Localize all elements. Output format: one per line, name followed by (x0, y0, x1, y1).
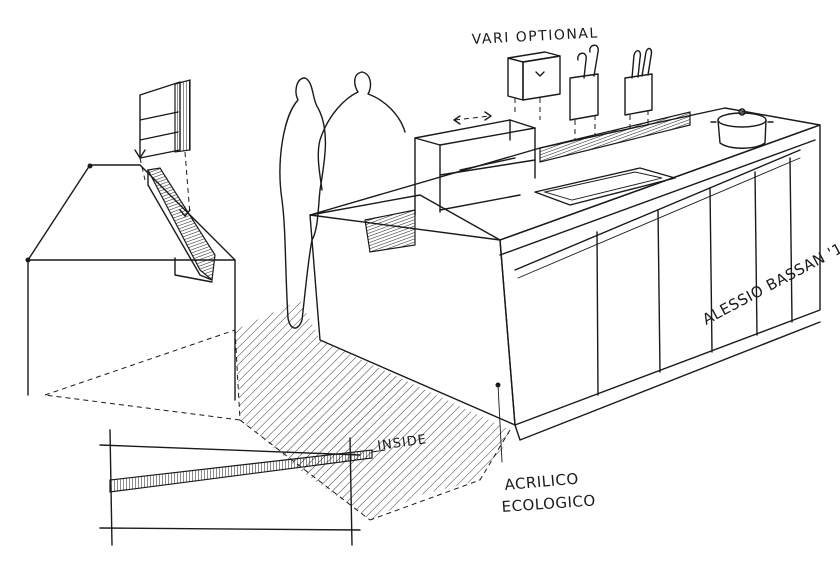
utensil-holder-icon (569, 44, 599, 140)
signature: ALESSIO BASSAN '12 (699, 234, 840, 328)
pot-icon (710, 108, 774, 149)
optional-label: VARI OPTIONAL (471, 25, 599, 48)
house-outline (25, 163, 236, 401)
wall-shelf-module (134, 79, 191, 217)
open-shelf-unit (414, 111, 536, 216)
diagonal-beam (147, 167, 216, 283)
knife-block-icon (624, 47, 653, 132)
container-box-icon (507, 51, 561, 120)
inside-label: INSIDE (376, 432, 427, 454)
material-label-line1: ACRILICO (504, 470, 580, 494)
kitchen-island (309, 107, 821, 441)
section-detail (99, 429, 386, 546)
human-figures (279, 71, 406, 329)
optional-accessories (507, 44, 774, 149)
material-label-line2: ECOLOGICO (501, 491, 596, 516)
double-arrow-icon (453, 111, 492, 125)
